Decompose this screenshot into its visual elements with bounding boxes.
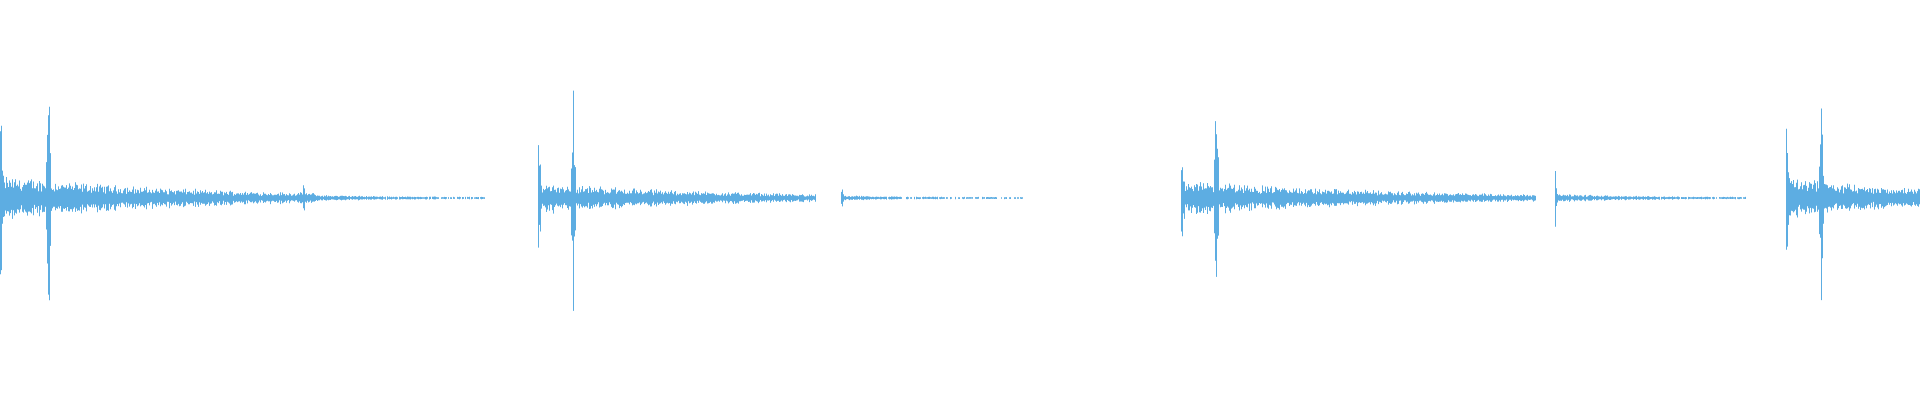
waveform-samples — [0, 90, 1920, 311]
